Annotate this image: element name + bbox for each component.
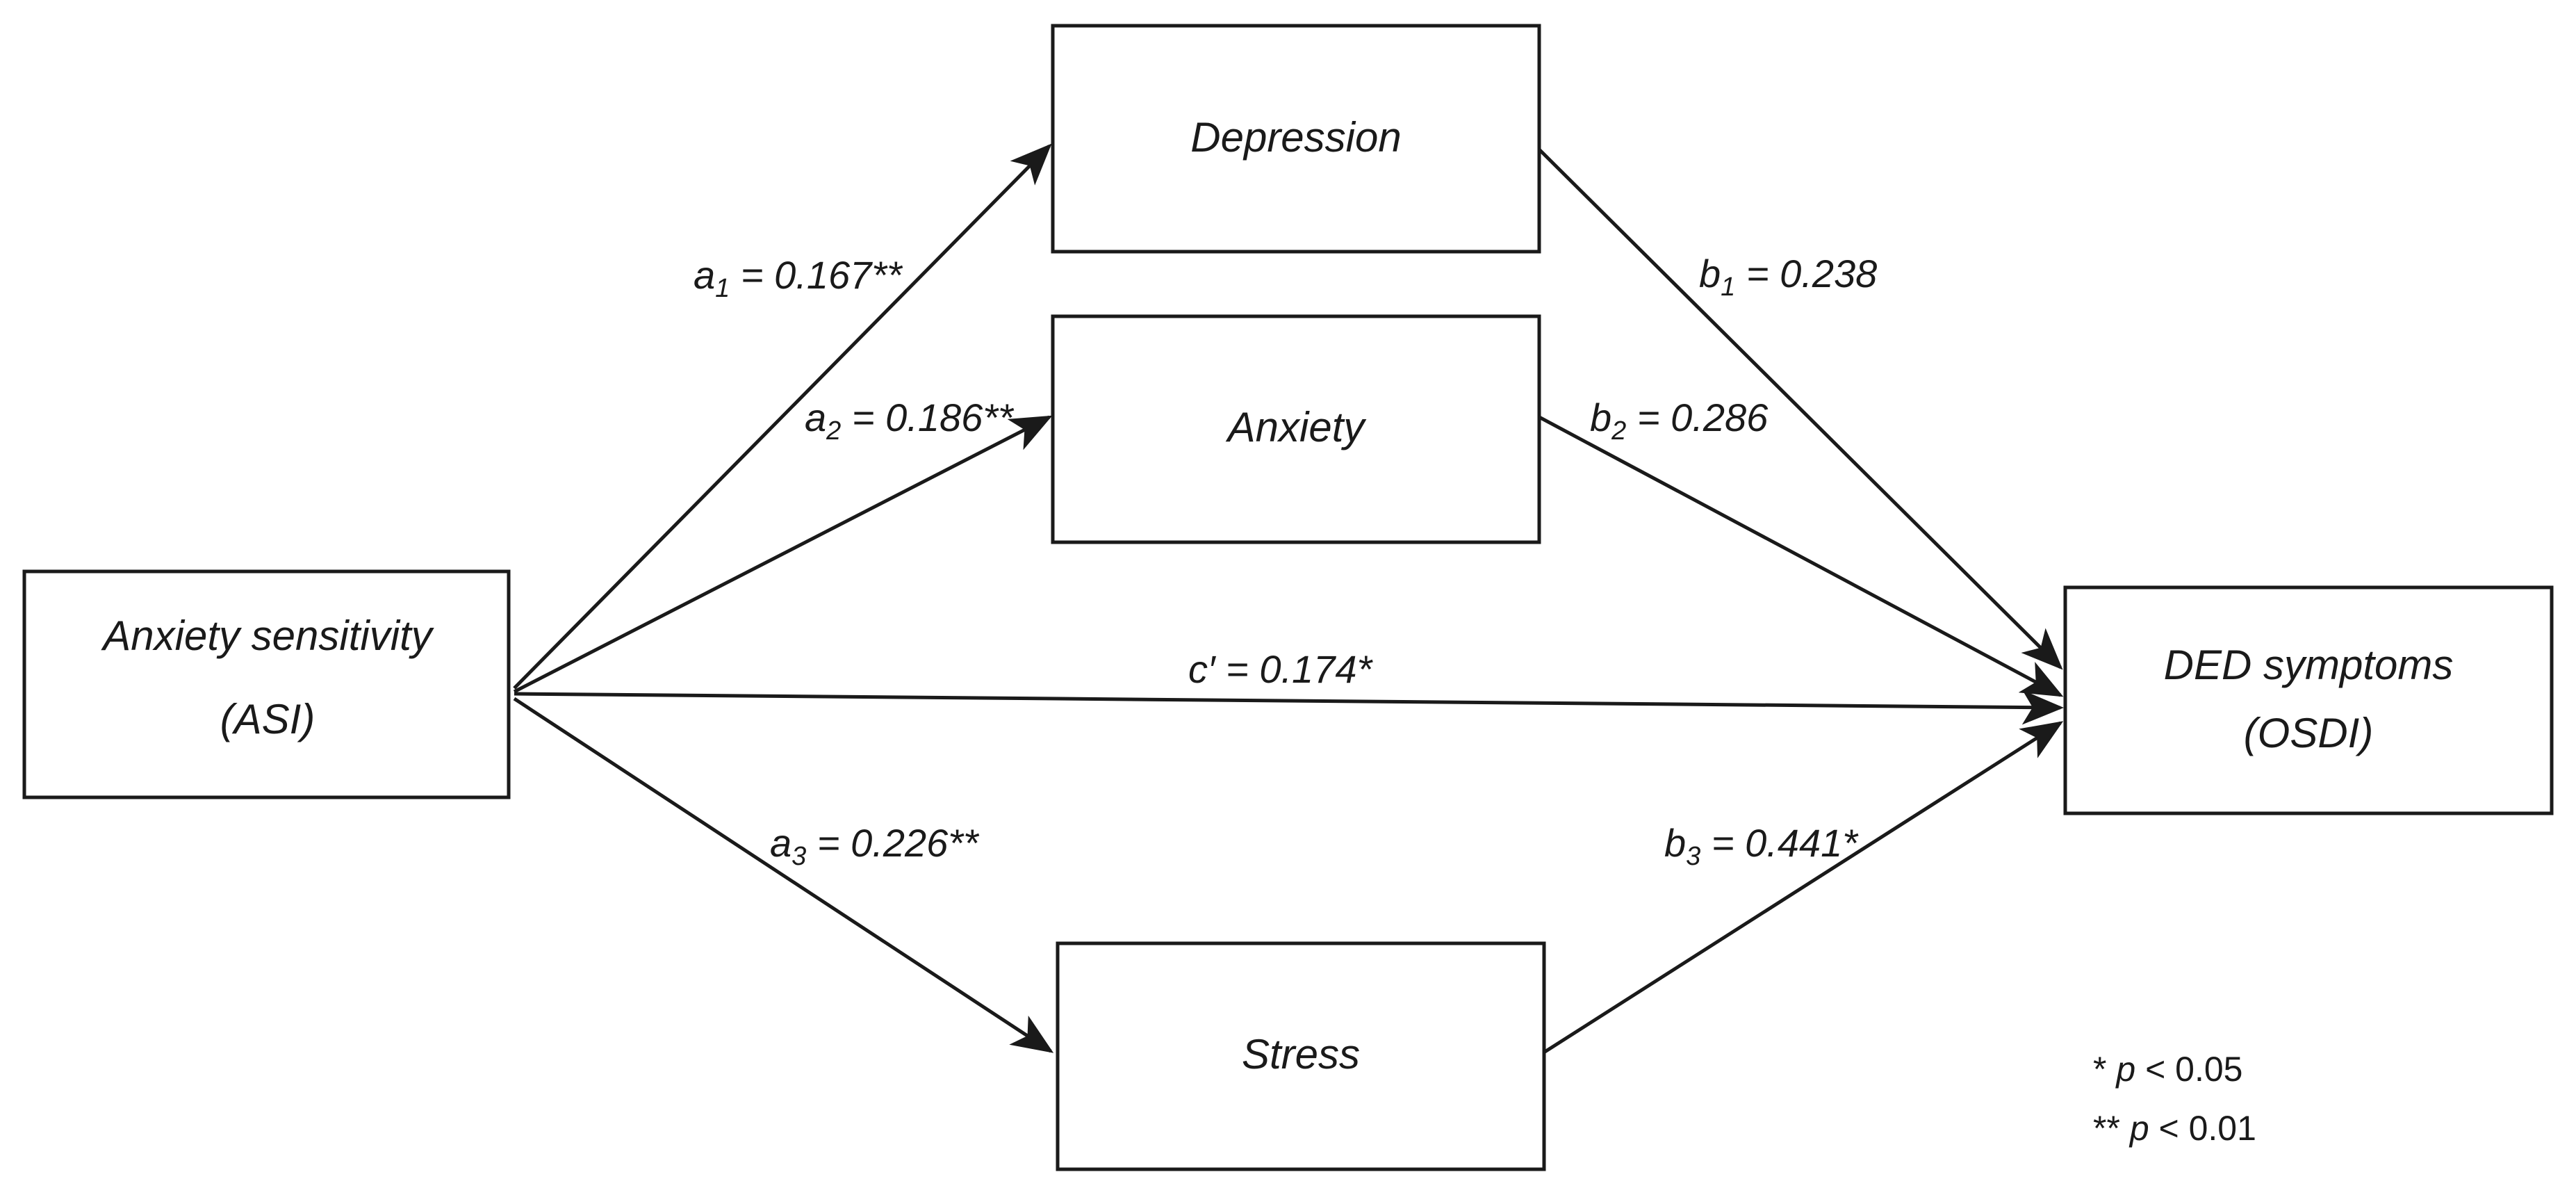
edge-depression-to-ded [1538,148,2063,670]
edge-asi-to-depression [513,143,1052,690]
node-depression-label: Depression [1190,114,1402,161]
node-asi-line1: Anxiety sensitivity [101,612,434,659]
node-stress-label: Stress [1242,1031,1360,1078]
path-b3-label: b3 = 0.441* [1664,821,1859,871]
node-stress: Stress [1056,941,1546,1171]
path-a2-label: a2 = 0.186** [805,396,1015,446]
node-ded-line1: DED symptoms [2164,642,2454,688]
node-anxiety-box [1051,314,1541,544]
edge-asi-to-ded [514,690,2064,725]
significance-note-p05: * p < 0.05 [2093,1050,2242,1089]
node-asi-line2: (ASI) [220,696,315,742]
node-anxiety: Anxiety [1051,314,1541,544]
node-depression-box [1051,24,1541,254]
node-ded-box [2063,585,2554,815]
node-ded: DED symptoms (OSDI) [2063,585,2554,815]
path-b1-label: b1 = 0.238 [1699,252,1877,302]
edge-asi-to-anxiety [513,415,1053,694]
node-depression: Depression [1051,24,1541,254]
edge-anxiety-to-ded [1538,415,2064,697]
node-asi: Anxiety sensitivity (ASI) [22,569,511,799]
path-b2-label: b2 = 0.286 [1590,396,1769,446]
edge-asi-to-stress [513,697,1054,1053]
node-anxiety-label: Anxiety [1226,404,1368,450]
path-c-prime-label: c′ = 0.174* [1188,647,1373,691]
node-stress-box [1056,941,1546,1171]
edge-stress-to-ded [1541,721,2064,1055]
path-a1-label: a1 = 0.167** [694,253,903,303]
path-a3-label: a3 = 0.226** [770,821,980,871]
node-ded-line2: (OSDI) [2244,710,2374,756]
significance-note-p01: ** p < 0.01 [2093,1109,2256,1148]
edges [513,143,2064,1055]
node-asi-box [22,569,511,799]
